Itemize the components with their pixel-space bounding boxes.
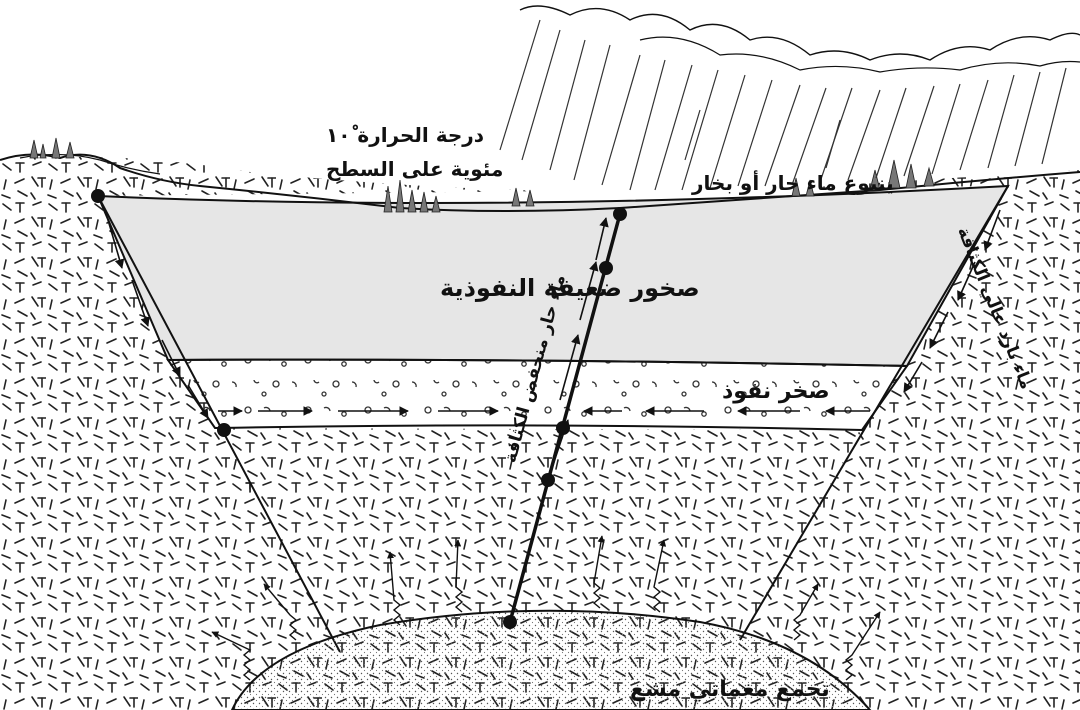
permeable-rock-label: صخر نفوذ: [722, 379, 830, 404]
fault-conduit: [508, 213, 622, 623]
basin-right-wall: [739, 185, 1009, 641]
downflow-arrows-left: [107, 219, 209, 419]
low-permeability-rock-label: صخور ضعيفة النفوذية: [440, 274, 700, 302]
basin-lower-rock: [215, 428, 862, 652]
sample-points: [91, 189, 627, 629]
heat-flow-arrow-icon: [211, 535, 881, 681]
hot-spring-label: ينبوع ماء حار أو بخار: [691, 169, 894, 195]
cloud-icon: [519, 5, 1080, 61]
upflow-arrows: [547, 217, 609, 481]
surface-temperature-label-line2: مئوية على السطح: [326, 157, 503, 181]
downflow-arrows-right: [903, 209, 1001, 393]
surface-temperature-label: درجة الحرارة ١٠ْ: [326, 123, 484, 147]
rain-icon: [499, 19, 1067, 191]
basin-left-wall: [97, 195, 341, 653]
magma-body: [230, 609, 872, 710]
magma-body-label: تجمع مغماتي مشع: [630, 677, 830, 702]
tree-icon: [29, 137, 935, 213]
permeable-layer: [166, 358, 909, 432]
